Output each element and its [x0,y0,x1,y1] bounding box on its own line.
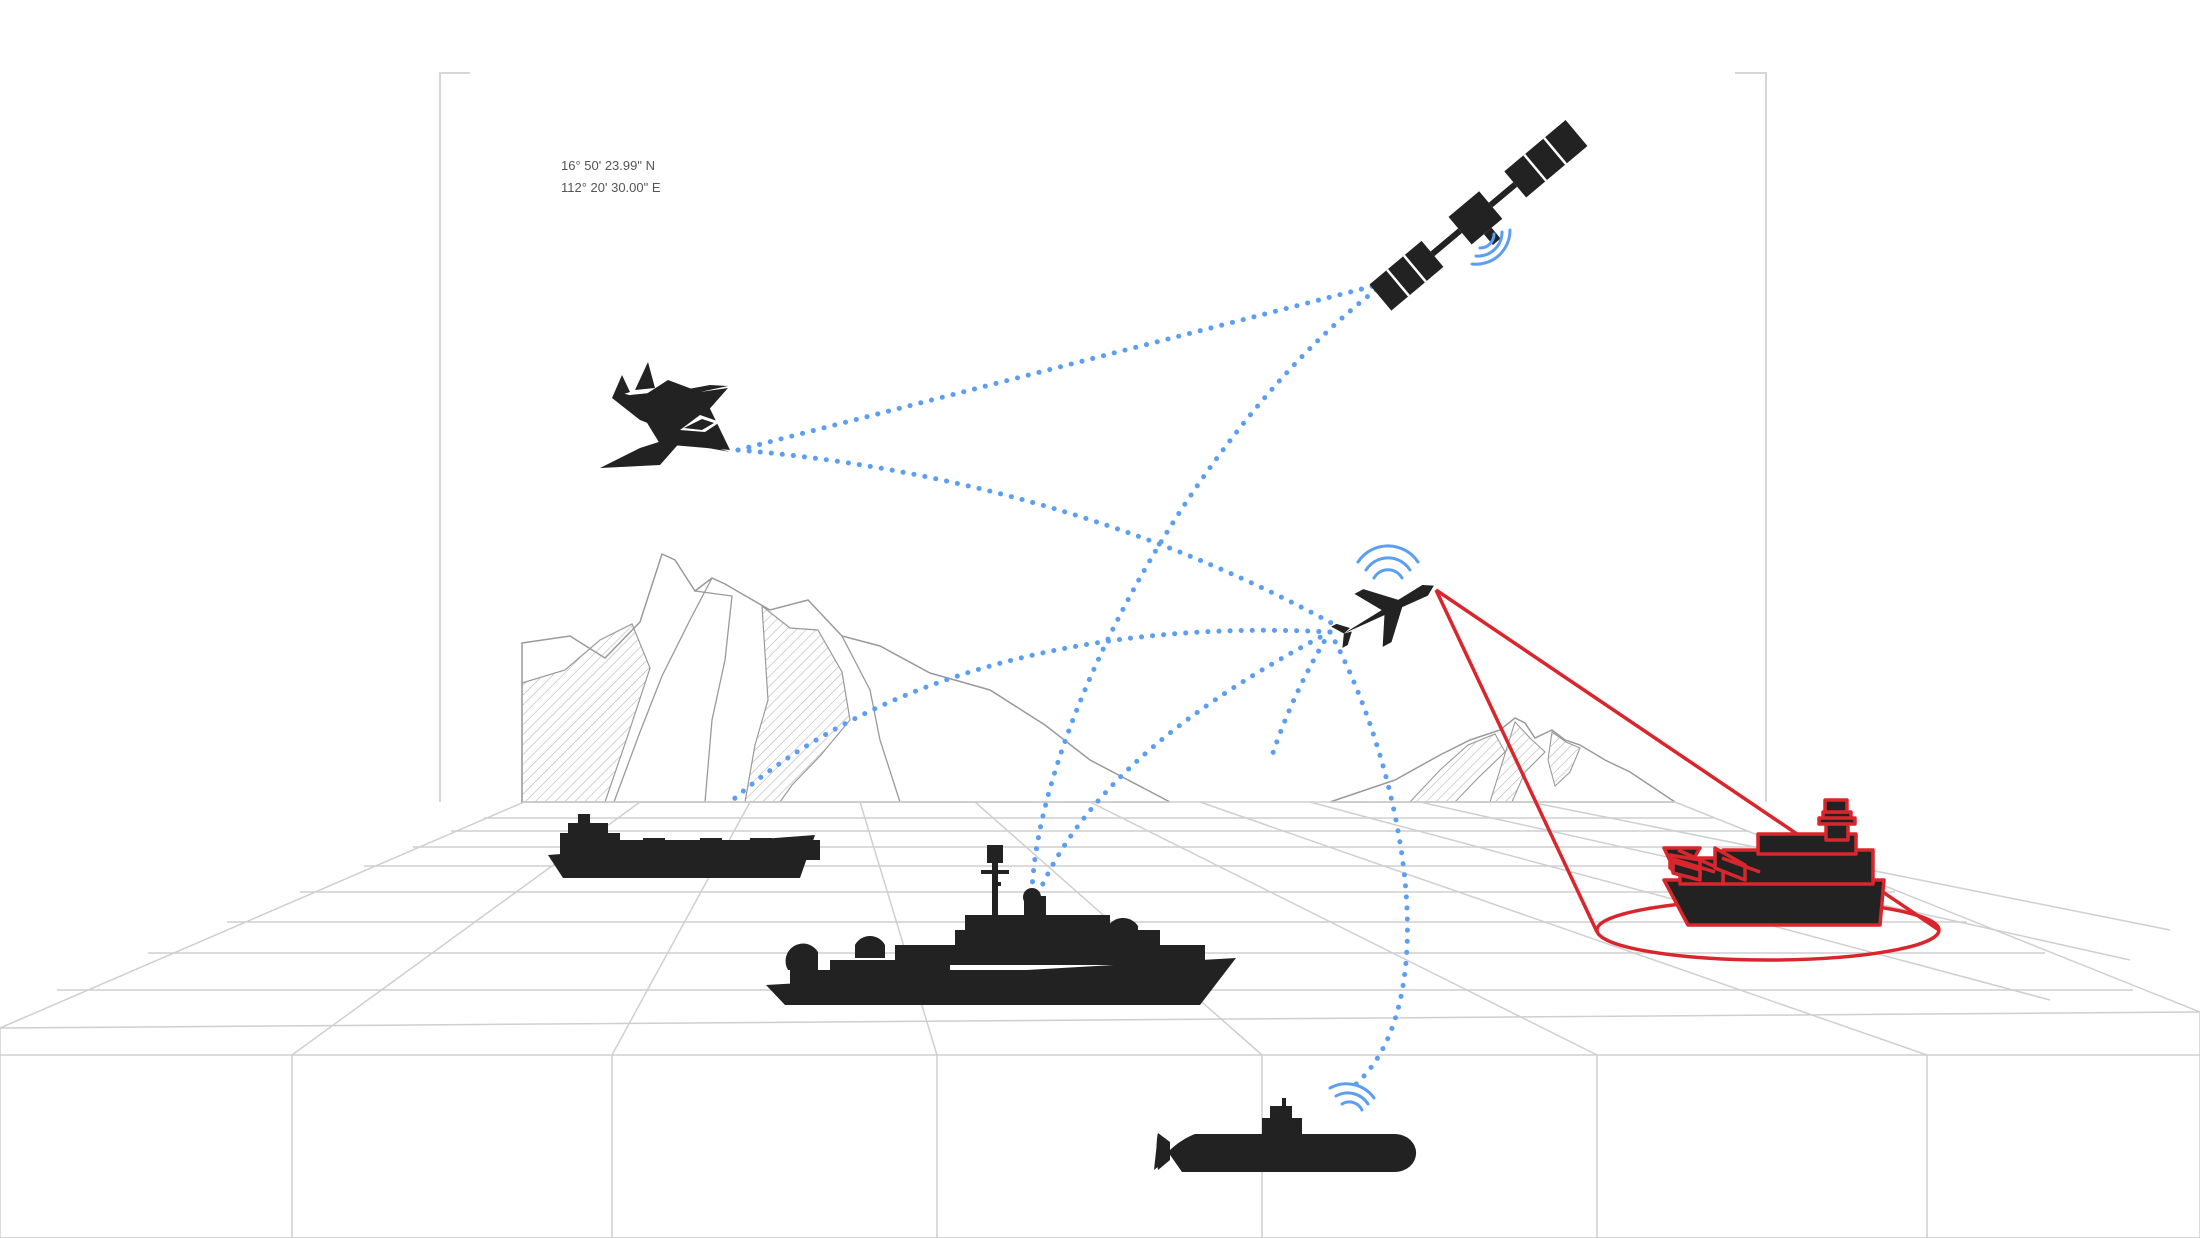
longitude-label: 112° 20' 30.00" E [561,180,661,195]
warship-icon[interactable] [766,845,1236,1005]
satellite-icon[interactable] [1369,119,1597,322]
coordinates-readout: 16° 50' 23.99" N 112° 20' 30.00" E [561,155,661,199]
backdrop-frame [439,72,1767,802]
mountains [521,552,1678,803]
submarine-signal-icon [1328,1082,1376,1112]
drone-signal-icon [1356,544,1420,580]
cargo-ship-icon[interactable] [548,814,820,878]
mountain-range-left [521,552,1171,803]
satellite-signal-icon [1470,228,1512,266]
data-links [724,280,1410,1088]
sea-grid [0,801,2200,1238]
mountain-range-right [1329,717,1678,803]
drone-icon[interactable] [1323,559,1448,664]
link-drone-command-ship [1037,629,1333,893]
submarine-icon[interactable] [1154,1098,1417,1172]
latitude-label: 16° 50' 23.99" N [561,158,655,173]
fighter-jet-icon[interactable] [600,362,730,468]
target-warship-icon[interactable] [1662,798,1886,927]
link-drone-cargo-ship [724,627,1333,808]
link-drone-downward [1267,629,1333,765]
link-jet-satellite [735,280,1388,453]
link-drone-submarine [1327,629,1410,1088]
link-jet-drone [735,447,1338,628]
